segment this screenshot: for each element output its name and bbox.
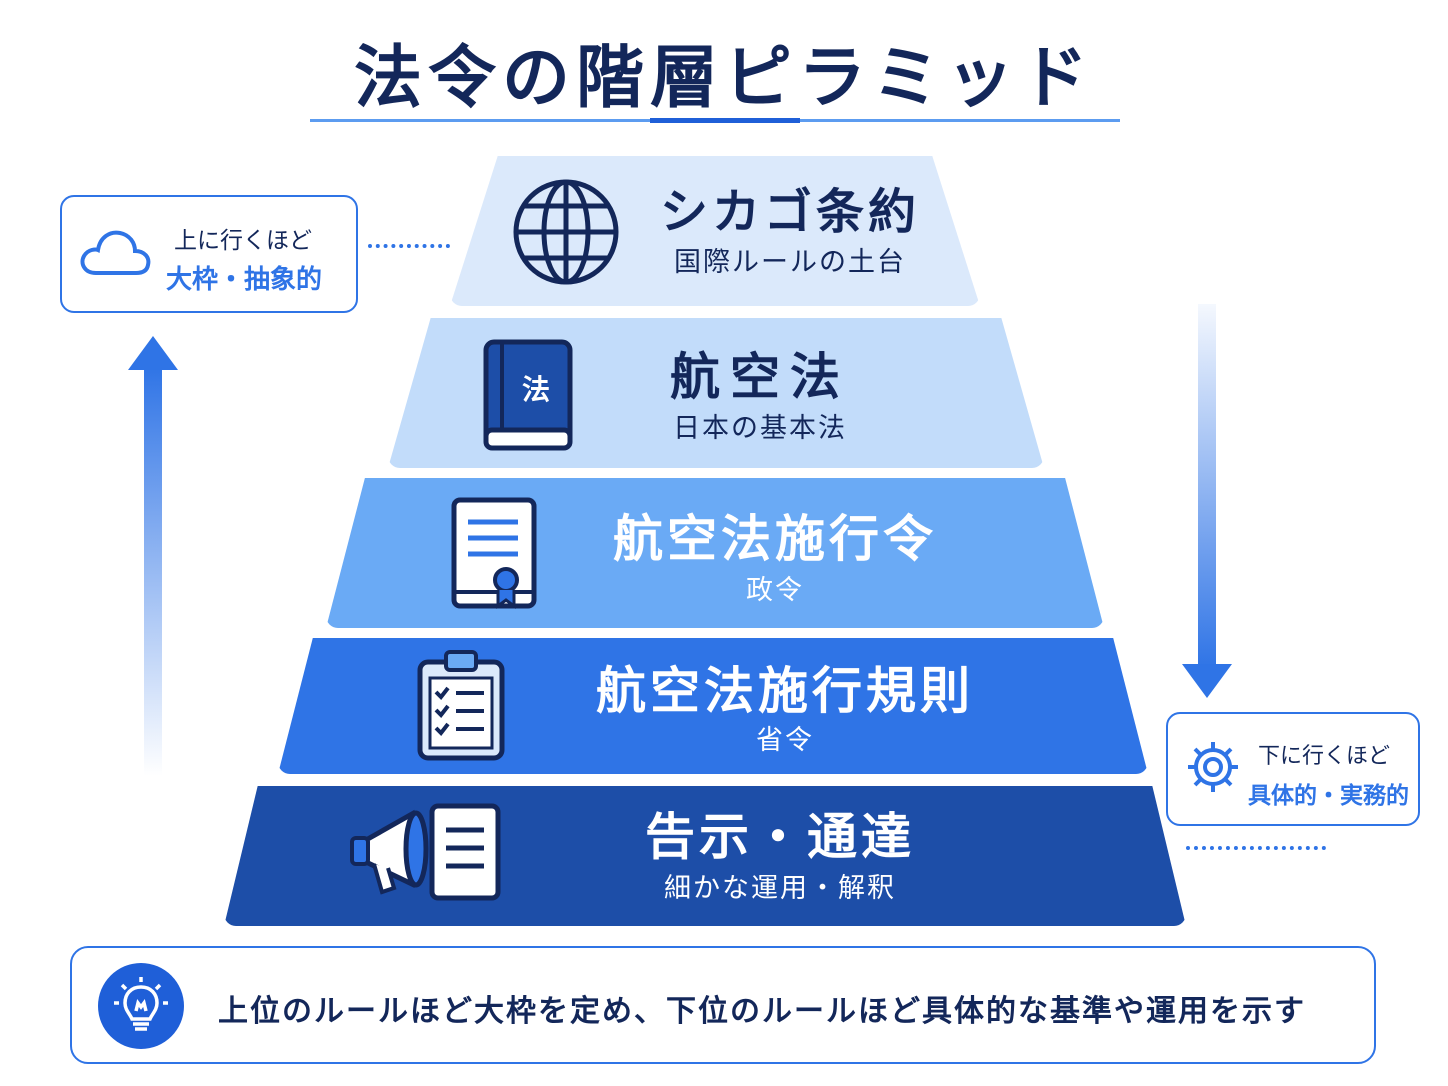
tier-2-desc: 日本の基本法 (673, 413, 847, 444)
top-note-connector (368, 244, 450, 248)
title-underline-accent (650, 118, 800, 123)
tier-3-text: 航空法施行令 政令 (590, 512, 960, 607)
up-arrow-icon (126, 336, 180, 776)
footer-text: 上位のルールほど大枠を定め、下位のルールほど具体的な基準や運用を示す (218, 994, 1306, 1029)
top-note-box: 上に行くほど 大枠・抽象的 (60, 195, 358, 313)
tier-1-desc: 国際ルールの土台 (674, 246, 906, 278)
bottom-note-connector (1186, 846, 1326, 850)
tier-1-name: シカゴ条約 (659, 184, 920, 240)
bottom-note-line2: 具体的・実務的 (1248, 783, 1409, 809)
page-title: 法令の階層ピラミッド (353, 39, 1094, 118)
cloud-icon (78, 223, 152, 279)
tier-3-name: 航空法施行令 (613, 510, 937, 568)
lightbulb-icon (98, 963, 184, 1049)
globe-icon (512, 178, 620, 286)
tier-4-desc: 省令 (756, 725, 814, 756)
top-note-line1: 上に行くほど (174, 228, 312, 254)
bottom-note-box: 下に行くほど 具体的・実務的 (1166, 712, 1420, 826)
bottom-note-line1: 下に行くほど (1258, 744, 1391, 769)
tier-5-text: 告示・通達 細かな運用・解釈 (620, 810, 940, 905)
certificate-document-icon (446, 496, 540, 612)
clipboard-checklist-icon (414, 648, 508, 762)
law-book-label: 法 (521, 373, 550, 406)
tier-4-name: 航空法施行規則 (596, 662, 974, 720)
tier-3-desc: 政令 (746, 575, 804, 606)
tier-4-text: 航空法施行規則 省令 (570, 664, 1000, 757)
tier-5-desc: 細かな運用・解釈 (664, 873, 896, 904)
top-note-line2: 大枠・抽象的 (166, 265, 323, 295)
tier-2-text: 航空法 日本の基本法 (620, 350, 900, 445)
tier-2-name: 航空法 (670, 348, 850, 406)
gear-icon (1184, 738, 1242, 796)
law-book-icon: 法 (480, 338, 576, 454)
down-arrow-icon (1180, 304, 1234, 700)
tier-1-text: シカゴ条約 国際ルールの土台 (640, 186, 940, 279)
footer-note-box: 上位のルールほど大枠を定め、下位のルールほど具体的な基準や運用を示す (70, 946, 1376, 1064)
megaphone-document-icon (348, 800, 504, 904)
tier-5-name: 告示・通達 (645, 808, 915, 866)
